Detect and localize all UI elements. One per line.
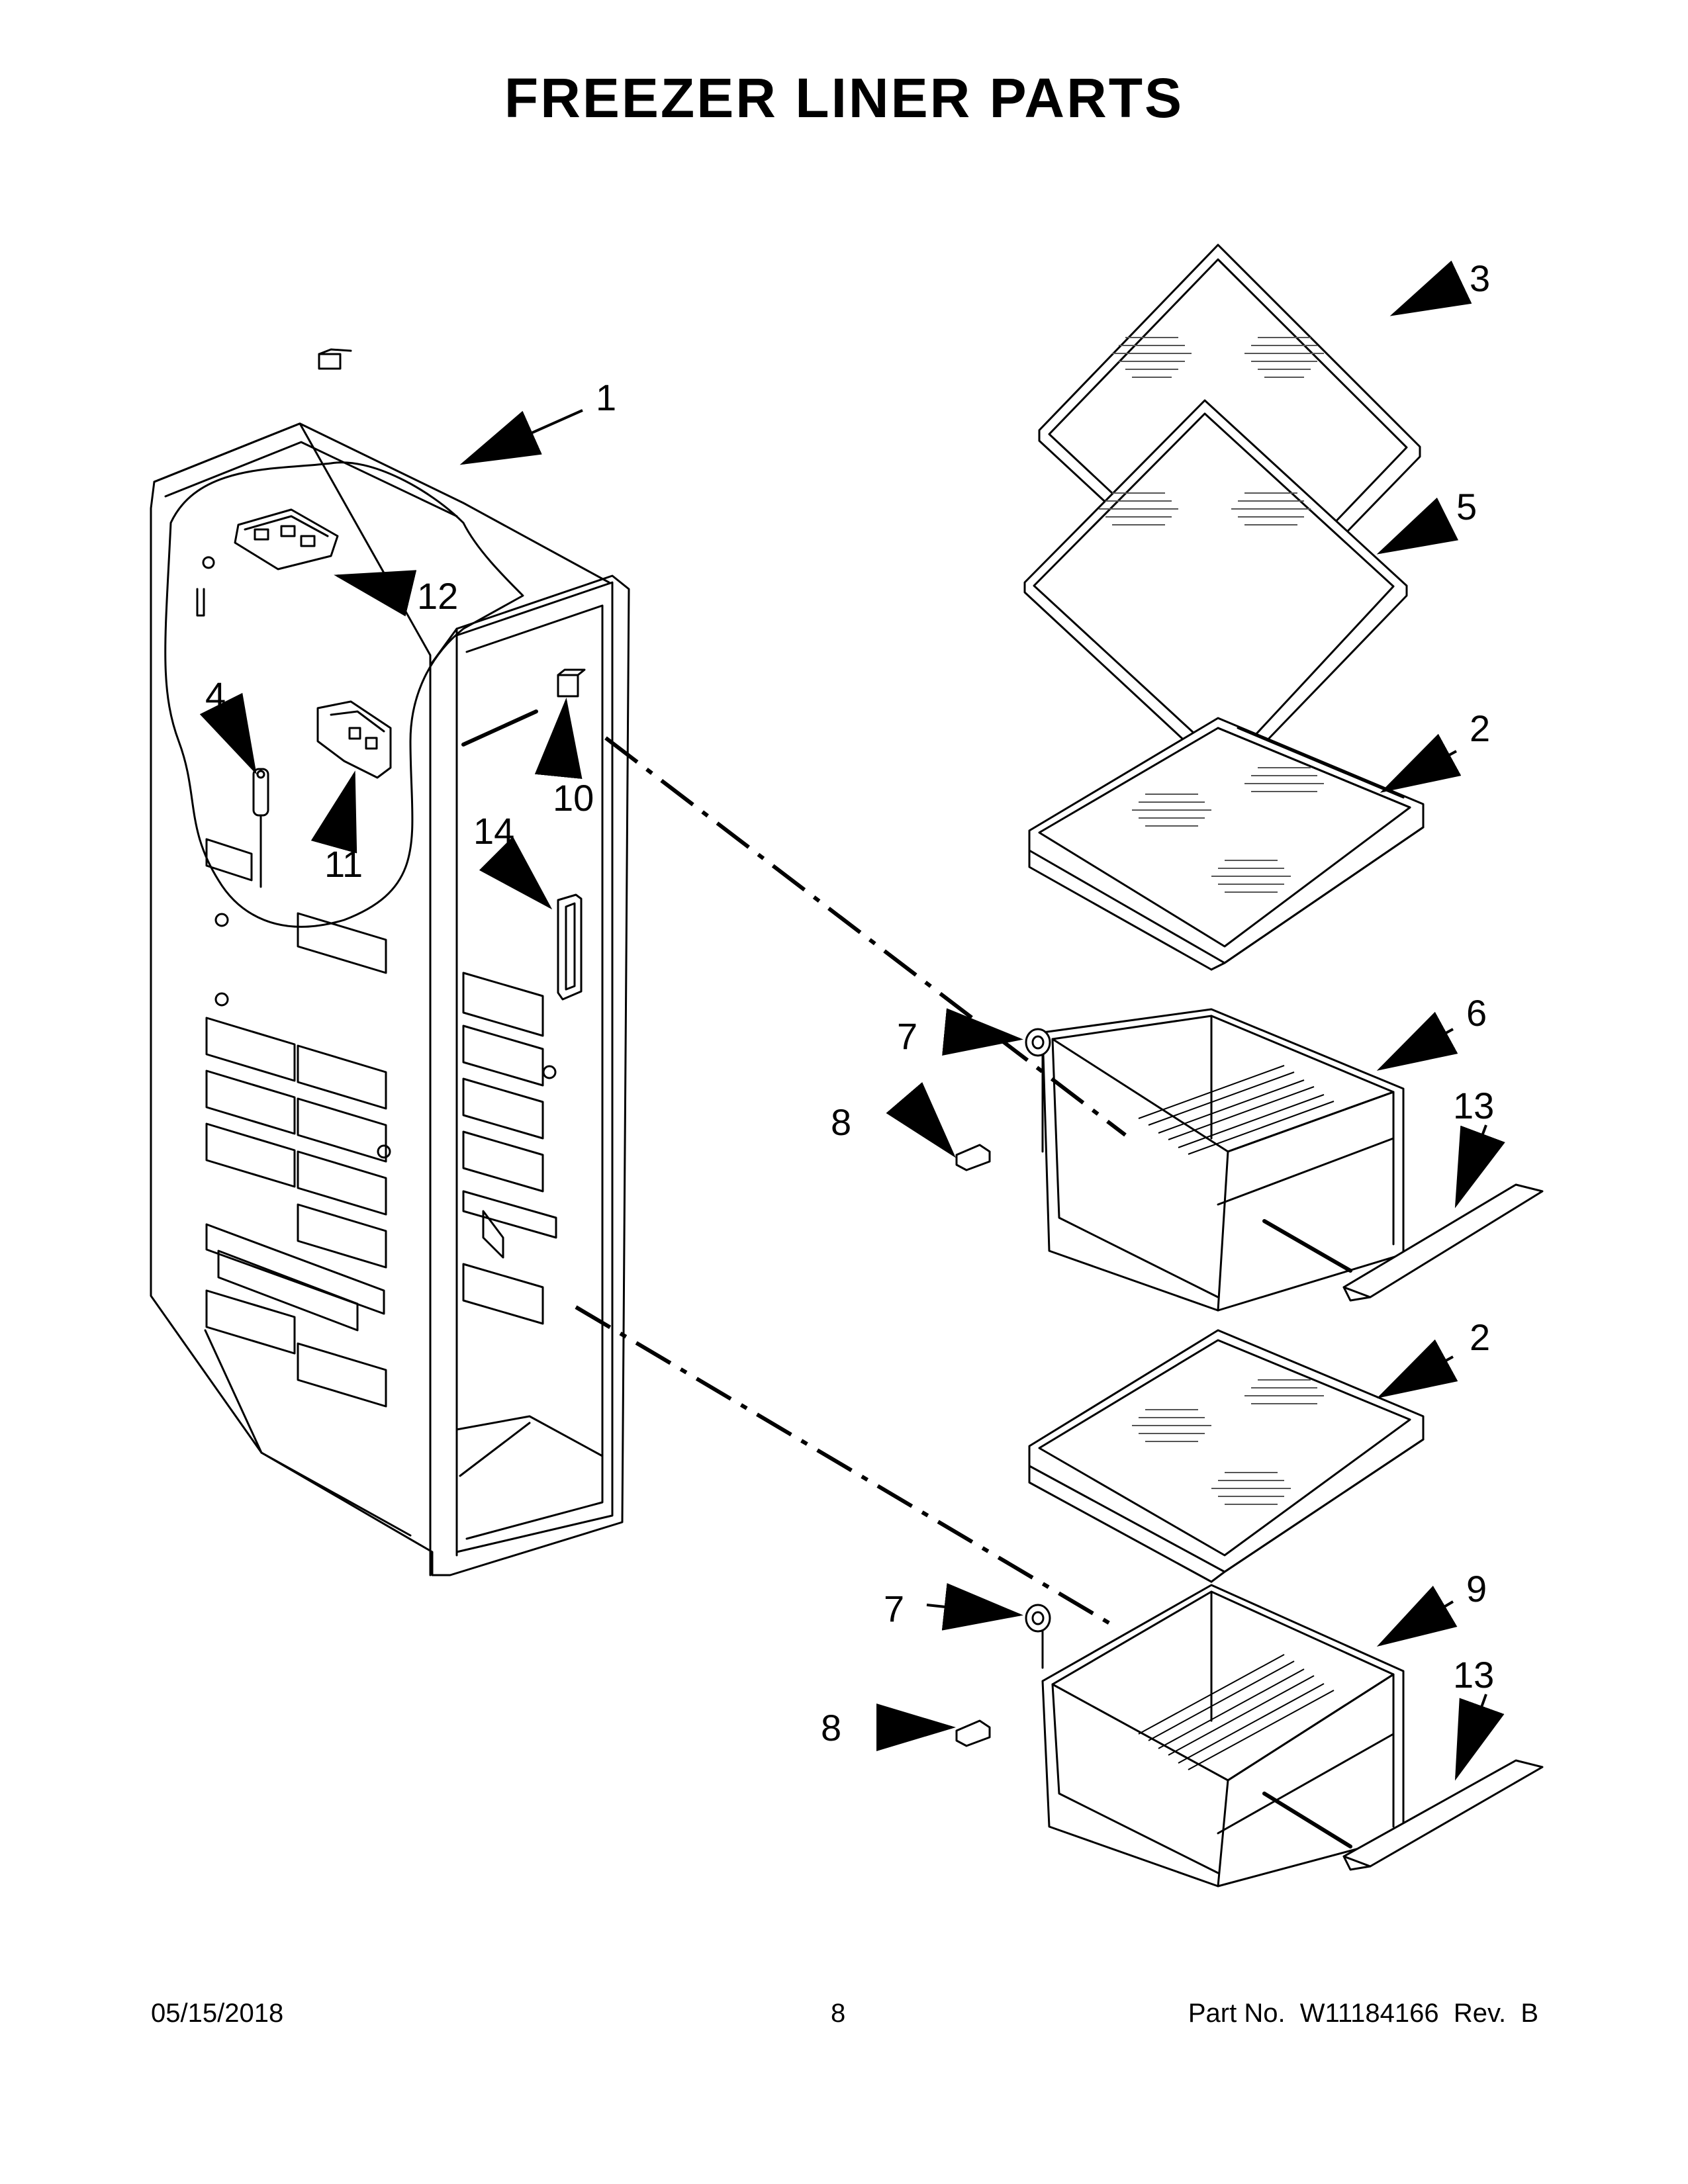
- stud-lower: [955, 1719, 991, 1747]
- glass-shelf-middle: [1023, 399, 1408, 782]
- footer-date: 05/15/2018: [151, 1999, 284, 2028]
- callout-4: 4: [205, 674, 226, 716]
- callout-arrows: [199, 260, 1505, 1781]
- footer-part-number: Part No. W11184166 Rev. B: [1188, 1999, 1538, 2028]
- control-housing: [234, 508, 339, 570]
- left-wall-panels: [205, 838, 391, 1408]
- alignment-line-lower: [575, 1305, 1113, 1627]
- light-housing: [557, 893, 583, 1001]
- callout-10: 10: [553, 777, 594, 819]
- callout-12: 12: [417, 575, 458, 617]
- light-switch: [557, 668, 586, 698]
- slide-rail-upper: [1342, 1183, 1544, 1302]
- label-rectangle: [318, 353, 342, 370]
- fan-housing: [316, 700, 392, 779]
- callout-7-lower: 7: [884, 1588, 904, 1629]
- callout-2-lower: 2: [1470, 1316, 1490, 1358]
- switch-lead-line: [461, 709, 538, 747]
- callout-5: 5: [1456, 486, 1477, 527]
- callout-13-upper: 13: [1453, 1085, 1494, 1126]
- callout-9: 9: [1466, 1568, 1487, 1610]
- callout-11: 11: [324, 843, 363, 885]
- roller-lower: [1025, 1604, 1051, 1633]
- freezer-drawer-upper: [1041, 1008, 1405, 1312]
- page-title: FREEZER LINER PARTS: [504, 67, 1184, 129]
- alignment-line-upper: [604, 736, 1127, 1137]
- slide-rail-lower: [1342, 1759, 1544, 1871]
- callout-14: 14: [473, 810, 514, 852]
- stud-upper: [955, 1144, 991, 1171]
- drawer-cover-shelf-lower: [1028, 1329, 1425, 1583]
- right-wall-panels: [462, 972, 557, 1325]
- footer-page-number: 8: [831, 1999, 846, 2028]
- callout-8-upper: 8: [831, 1101, 851, 1143]
- callout-3: 3: [1470, 257, 1490, 299]
- roller-upper: [1025, 1028, 1051, 1057]
- rail-lead-upper: [1262, 1219, 1352, 1273]
- callout-8-lower: 8: [821, 1707, 841, 1749]
- freezer-liner: [150, 348, 630, 1576]
- thermistor: [252, 768, 269, 888]
- callout-1: 1: [596, 377, 616, 418]
- callout-13-lower: 13: [1453, 1654, 1494, 1696]
- rail-lead-lower: [1262, 1792, 1352, 1848]
- callout-6: 6: [1466, 992, 1487, 1034]
- freezer-drawer-lower: [1041, 1584, 1405, 1888]
- drawer-cover-shelf-upper: [1028, 717, 1425, 971]
- screw-hole: [202, 556, 215, 569]
- callout-2-upper: 2: [1470, 707, 1490, 749]
- callout-7-upper: 7: [897, 1015, 917, 1057]
